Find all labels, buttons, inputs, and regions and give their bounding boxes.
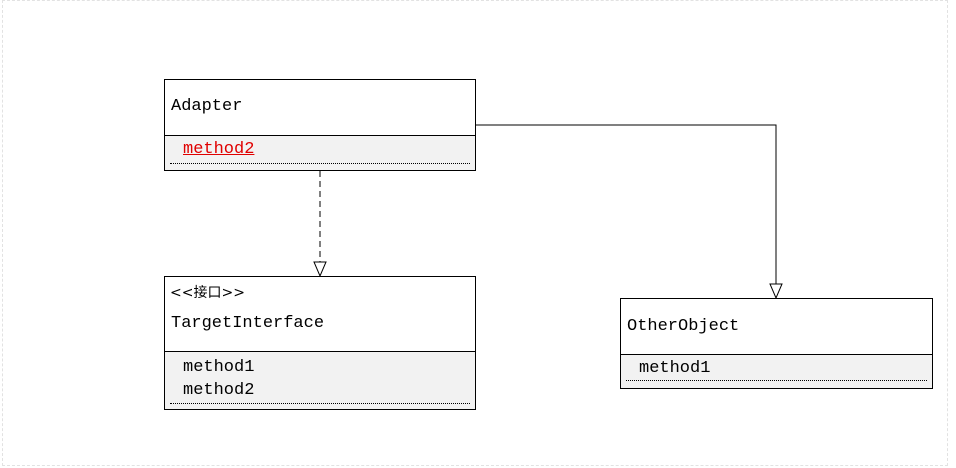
target-interface-class[interactable]: <<接口>> TargetInterface method1 method2 <box>164 276 476 410</box>
method-item[interactable]: method1 <box>639 359 711 378</box>
method-item[interactable]: method1 <box>183 358 255 377</box>
class-name: TargetInterface <box>171 314 325 333</box>
target-interface-class-methods: method1 method2 <box>165 352 475 409</box>
association-arrowhead <box>769 283 783 300</box>
method-item[interactable]: method2 <box>183 140 255 159</box>
class-name: OtherObject <box>627 317 740 336</box>
class-name: Adapter <box>171 97 243 116</box>
method-separator <box>626 380 927 381</box>
stereotype-label: <<接口>> <box>170 285 245 301</box>
adapter-class[interactable]: Adapter method2 <box>164 79 476 171</box>
adapter-class-methods: method2 <box>165 136 475 170</box>
association-line <box>476 124 777 284</box>
realization-arrowhead <box>313 261 327 278</box>
other-object-class[interactable]: OtherObject method1 <box>620 298 933 389</box>
target-interface-class-header: <<接口>> TargetInterface <box>165 277 475 352</box>
adapter-class-header: Adapter <box>165 80 475 136</box>
method-item[interactable]: method2 <box>183 381 255 400</box>
other-object-class-header: OtherObject <box>621 299 932 355</box>
method-separator <box>170 163 470 164</box>
other-object-class-methods: method1 <box>621 355 932 388</box>
method-separator <box>170 403 470 404</box>
